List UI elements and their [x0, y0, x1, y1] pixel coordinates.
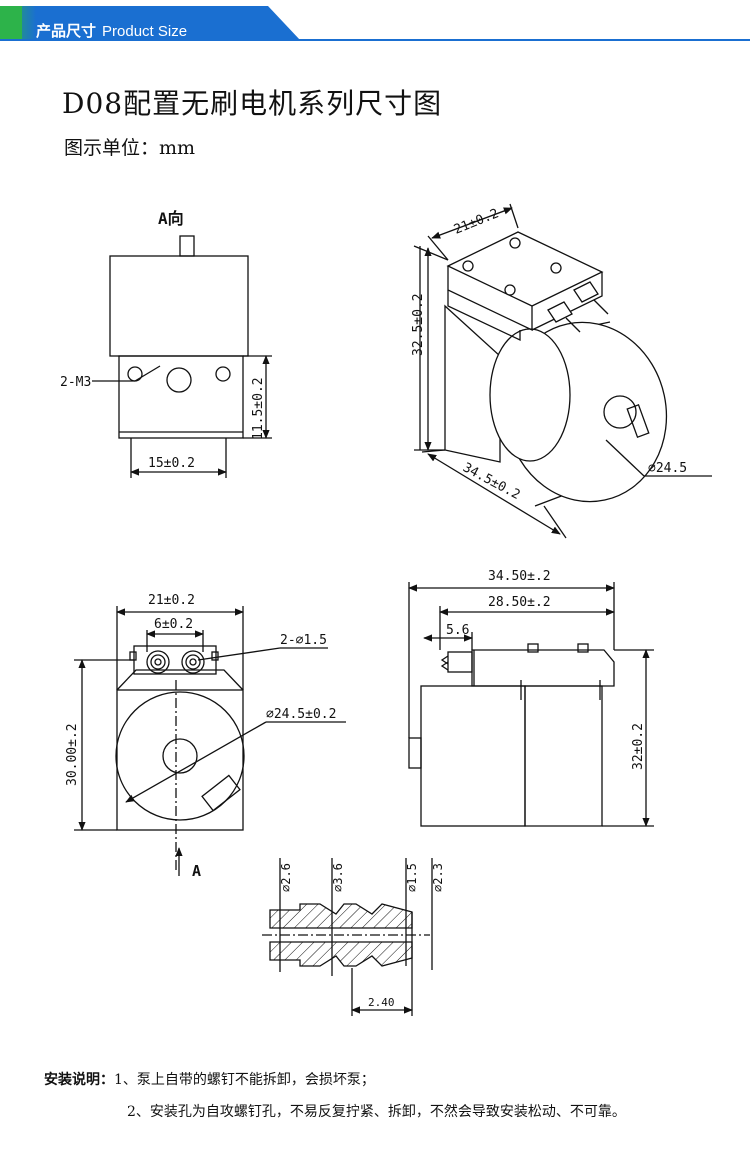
iso-top-width-dim: 21±0.2: [452, 206, 501, 238]
note-item: 2、安装孔为自攻螺钉孔，不易反复拧紧、拆卸，不然会导致安装松动、不可靠。: [127, 1104, 626, 1120]
front-width-dim: 21±0.2: [148, 593, 195, 608]
iso-diameter-dim: ⌀24.5: [648, 461, 687, 476]
iso-length-dim: 34.5±0.2: [460, 460, 522, 503]
mount-hole-right: [215, 366, 231, 382]
header-title: 产品尺寸 Product Size: [36, 20, 187, 41]
a-view: A向 2-M3 15±0.2 11.5±0.2: [60, 209, 272, 478]
note-item: 1、泵上自带的螺钉不能拆卸，会损坏泵；: [114, 1072, 375, 1088]
a-height-dim: 11.5±0.2: [251, 377, 266, 440]
front-nozzle-spacing-dim: 6±0.2: [154, 617, 193, 632]
side-nozzle: [447, 651, 473, 673]
nozzle-lower-wall: [269, 941, 413, 967]
a-width-dim: 15±0.2: [148, 456, 195, 471]
header-title-cn: 产品尺寸: [36, 22, 97, 40]
front-nozzle-left: [146, 650, 170, 674]
mount-hole-left: [127, 366, 143, 382]
side-head-length-dim: 28.50±.2: [488, 595, 551, 610]
note-line-2: 2、安装孔为自攻螺钉孔，不易反复拧紧、拆卸，不然会导致安装松动、不可靠。: [44, 1096, 734, 1128]
front-shaft-boss: [162, 738, 198, 774]
side-overall-length-dim: 34.50±.2: [488, 569, 551, 584]
nozzle-d4: ⌀2.3: [431, 863, 445, 892]
side-view: 34.50±.2 28.50±.2 5.6 32±0.2: [408, 569, 654, 827]
front-nozzle-right: [181, 650, 205, 674]
front-hole-dim: 2-⌀1.5: [280, 633, 327, 648]
note-line-1: 安装说明：1、泵上自带的螺钉不能拆卸，会损坏泵；: [44, 1064, 734, 1096]
nozzle-d1: ⌀2.6: [279, 863, 293, 892]
nozzle-d2: ⌀3.6: [331, 863, 345, 892]
header-title-en: Product Size: [102, 23, 188, 40]
center-hole: [166, 367, 192, 393]
side-pump-body: [524, 685, 603, 827]
iso-view: 32.5±0.2 21±0.2 34.5±0.2 ⌀24.5: [411, 203, 712, 539]
nozzle-detail: ⌀2.6 ⌀3.6 ⌀1.5 ⌀2.3 2.40: [262, 858, 445, 1016]
a-view-body: [109, 255, 249, 357]
iso-nozzle-1: [547, 301, 573, 323]
a-view-title: A向: [158, 209, 184, 228]
front-height-dim: 30.00±.2: [65, 723, 80, 786]
installation-notes: 安装说明：1、泵上自带的螺钉不能拆卸，会损坏泵； 2、安装孔为自攻螺钉孔，不易反…: [44, 1064, 734, 1128]
notes-label: 安装说明：: [44, 1072, 114, 1088]
a-arrow-label: A: [192, 862, 201, 880]
side-nozzle-length-dim: 5.6: [446, 623, 469, 638]
header-underline: [0, 39, 750, 41]
section-header: 产品尺寸 Product Size: [0, 0, 750, 44]
front-body: [116, 689, 244, 831]
nozzle-d3: ⌀1.5: [405, 863, 419, 892]
front-motor-circle: [115, 691, 245, 821]
a-view-base: [118, 355, 244, 439]
iso-nozzle-2: [573, 281, 599, 303]
header-tab-shape: [0, 6, 300, 40]
hole-label: 2-M3: [60, 375, 91, 390]
dimension-drawing: A向 2-M3 15±0.2 11.5±0.2: [60, 203, 712, 1016]
front-diameter-dim: ⌀24.5±0.2: [266, 707, 336, 722]
iso-connector: [626, 404, 650, 438]
front-connector: [201, 774, 241, 812]
side-head: [471, 649, 615, 687]
front-view: 21±0.2 6±0.2 2-⌀1.5 ⌀24.5±0.2 30.00±.2 A: [65, 593, 346, 880]
nozzle-upper-wall: [269, 903, 413, 929]
iso-height-dim: 32.5±0.2: [411, 293, 426, 356]
iso-shaft-boss: [603, 395, 637, 429]
page-title: D08配置无刷电机系列尺寸图: [62, 87, 443, 120]
side-shaft: [408, 737, 422, 769]
unit-label: 图示单位：mm: [64, 137, 196, 159]
side-height-dim: 32±0.2: [631, 723, 646, 770]
nozzle-length-dim: 2.40: [368, 996, 395, 1009]
side-motor: [420, 685, 526, 827]
a-view-port: [179, 235, 195, 257]
header-tab: 产品尺寸 Product Size: [0, 6, 300, 40]
